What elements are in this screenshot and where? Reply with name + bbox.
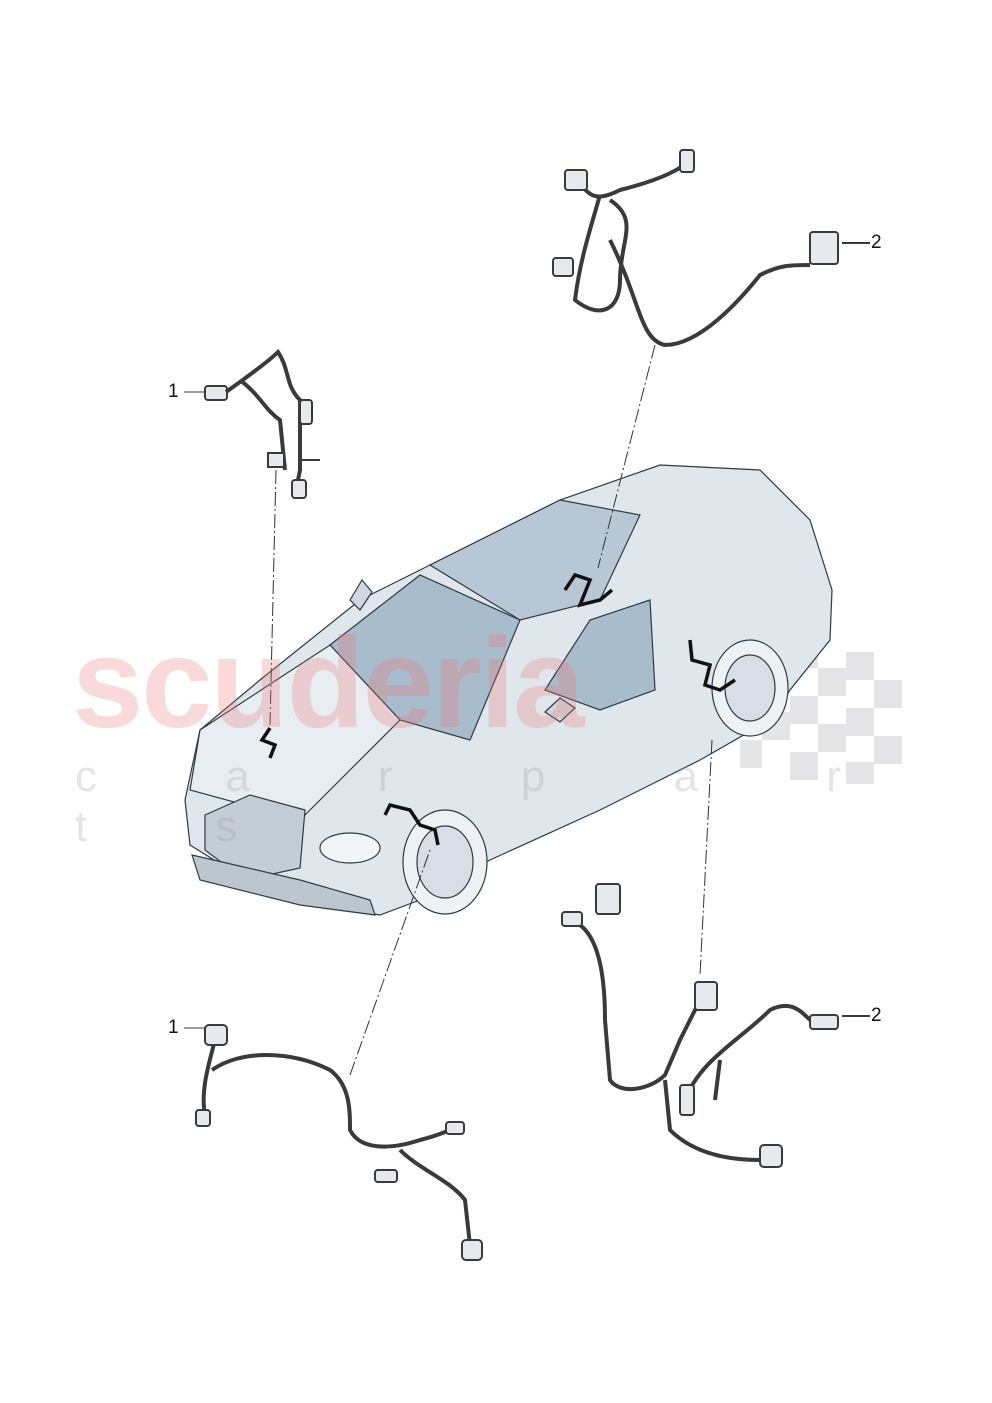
headlight — [319, 832, 381, 864]
leader-lines — [269, 344, 713, 1076]
installed-harness-marks — [259, 572, 736, 846]
callout-1-lower[interactable]: 1 — [168, 1017, 179, 1038]
harness-upper-left — [204, 348, 320, 499]
watermark-tagline: c a r p a r t s — [75, 752, 899, 851]
callout-2-upper[interactable]: 2 — [871, 232, 882, 253]
callout-2-lower[interactable]: 2 — [871, 1005, 882, 1026]
mirror — [544, 697, 576, 723]
checker-flag-watermark — [740, 640, 902, 784]
callout-1-upper[interactable]: 1 — [168, 381, 179, 402]
hood — [189, 644, 401, 821]
mirror-left — [349, 578, 373, 611]
lower-grille — [191, 854, 376, 916]
harness-lower-right — [561, 883, 870, 1168]
grille — [204, 794, 306, 881]
harness-upper-right — [552, 149, 870, 348]
watermark-brand: scuderia — [72, 612, 584, 755]
harness-lower-left — [195, 1024, 483, 1261]
side-window — [544, 599, 656, 711]
callout-leaders — [184, 391, 205, 1029]
